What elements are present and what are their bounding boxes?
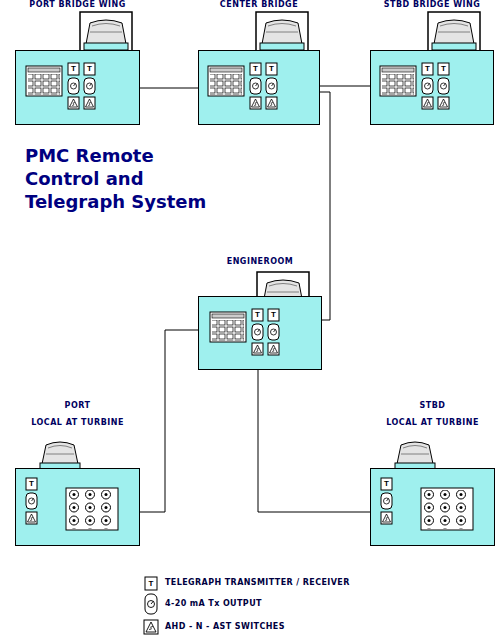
icon-column (268, 309, 279, 355)
station-heading: STBDLOCAL AT TURBINE (341, 397, 500, 431)
telegraph-head (256, 12, 308, 50)
control-panel (380, 66, 416, 96)
transmitter-mark: T (26, 478, 37, 490)
legend-text: TELEGRAPH TRANSMITTER / RECEIVER (165, 578, 350, 587)
diagram-title: PMC Remote Control and Telegraph System (25, 144, 230, 213)
signal-line (140, 88, 198, 89)
switch-grid (66, 488, 118, 530)
station-heading: ENGINEROOM (169, 253, 351, 270)
station-name: CENTER BRIDGE (169, 0, 349, 13)
station-heading: PORT BRIDGE WING (0, 0, 169, 13)
icon-column (438, 63, 449, 109)
transmitter-mark: T (438, 63, 449, 75)
legend-text: 4-20 mA Tx OUTPUT (165, 599, 262, 608)
transmitter-mark: T (84, 63, 95, 75)
station-name: PORT BRIDGE WING (0, 0, 169, 13)
icon-column (84, 63, 95, 109)
station-name: PORT (0, 397, 169, 414)
transmitter-mark: T (422, 63, 433, 75)
station-name: LOCAL AT TURBINE (0, 414, 169, 431)
control-panel (26, 66, 62, 96)
control-panel (208, 66, 244, 96)
station-name: ENGINEROOM (169, 253, 351, 270)
console-box: ENGINEROOM (198, 296, 322, 370)
station-heading: STBD BRIDGE WING (341, 0, 500, 13)
console-box: STBD BRIDGE WING (370, 50, 494, 125)
telegraph-head (428, 12, 480, 50)
telegraph-head (40, 442, 80, 469)
transmitter-mark: T (68, 63, 79, 75)
icon-column (266, 63, 277, 109)
icon-column (422, 63, 433, 109)
telegraph-head (395, 442, 435, 469)
icon-column (26, 478, 37, 524)
station-name: STBD BRIDGE WING (341, 0, 500, 13)
station-heading: CENTER BRIDGE (169, 0, 349, 13)
signal-line (320, 86, 370, 87)
transmitter-mark: T (266, 63, 277, 75)
icon-column (252, 309, 263, 355)
switch-grid (421, 488, 473, 530)
control-panel (210, 312, 246, 342)
icon-column (68, 63, 79, 109)
transmitter-mark: T (381, 478, 392, 490)
station-heading: PORTLOCAL AT TURBINE (0, 397, 169, 431)
console-box: CENTER BRIDGE (198, 50, 320, 125)
icon-column (250, 63, 261, 109)
console-box: PORT BRIDGE WING (15, 50, 140, 125)
transmitter-mark: T (268, 309, 279, 321)
station-name: STBD (341, 397, 500, 414)
transmitter-mark: T (252, 309, 263, 321)
legend-symbols (144, 577, 158, 634)
legend-text: AHD - N - AST SWITCHES (165, 622, 285, 631)
signal-line (140, 330, 198, 512)
icon-column (381, 478, 392, 524)
signal-line (258, 370, 370, 512)
station-name: LOCAL AT TURBINE (341, 414, 500, 431)
transmitter-mark: T (250, 63, 261, 75)
signal-line (320, 92, 330, 320)
telegraph-head (80, 12, 132, 50)
transmitter-mark: T (145, 577, 157, 590)
